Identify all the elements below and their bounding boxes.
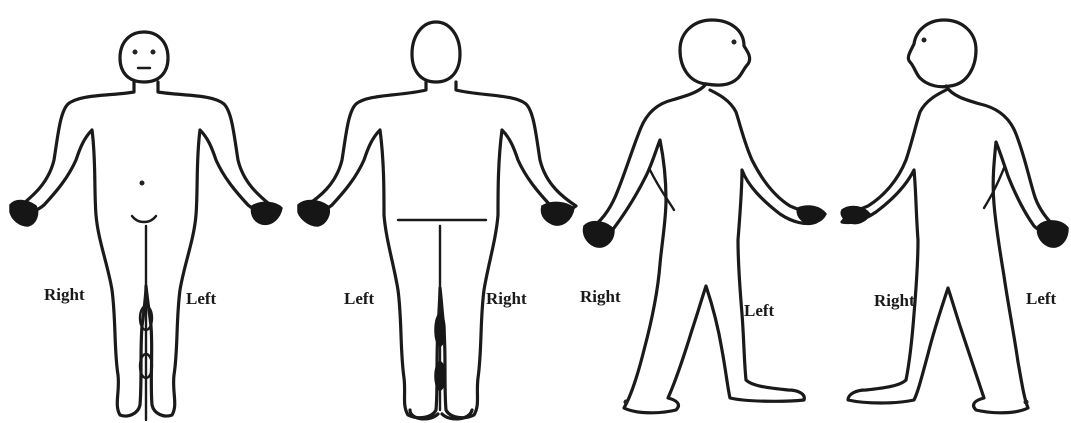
side-right-body-outline [594, 84, 816, 413]
front-left-hand [251, 202, 282, 224]
side-right-label-right: Right [580, 287, 621, 306]
side-left-body-outline [842, 86, 1054, 413]
front-left-eye [133, 50, 138, 55]
back-knee-shadow [435, 314, 445, 346]
side-right-arm-line [650, 170, 674, 210]
back-label-right: Right [486, 289, 527, 308]
side-right-label-left: Left [744, 301, 775, 320]
side-left-near-hand [1037, 221, 1068, 247]
back-calf-shadow [435, 362, 445, 390]
side-left-heel-dot [1024, 400, 1029, 405]
side-left-label-left: Left [1026, 289, 1057, 308]
back-feet [410, 410, 472, 419]
side-right-far-hand [797, 206, 826, 224]
side-left-eye [922, 38, 927, 43]
side-right-head [680, 20, 750, 85]
front-label-right: Right [44, 285, 85, 304]
back-label-left: Left [344, 289, 375, 308]
back-head [412, 22, 460, 82]
front-right-eye [151, 50, 156, 55]
front-groin [132, 216, 156, 222]
front-right-hand [10, 201, 38, 226]
side-left-label-right: Right [874, 291, 915, 310]
figure-back: Left Right [298, 22, 576, 419]
side-left-far-hand [841, 207, 870, 224]
figure-front: Right Left [10, 32, 282, 420]
figure-side-right: Right Left [580, 20, 826, 413]
back-left-hand [298, 201, 329, 226]
side-left-head [908, 20, 976, 87]
side-right-near-hand [583, 222, 614, 247]
front-head [120, 32, 168, 82]
figure-side-left: Right Left [841, 20, 1068, 413]
back-right-hand [541, 202, 574, 225]
front-label-left: Left [186, 289, 217, 308]
side-right-eye [732, 40, 737, 45]
front-navel [140, 181, 145, 186]
side-right-heel-dot [624, 400, 629, 405]
